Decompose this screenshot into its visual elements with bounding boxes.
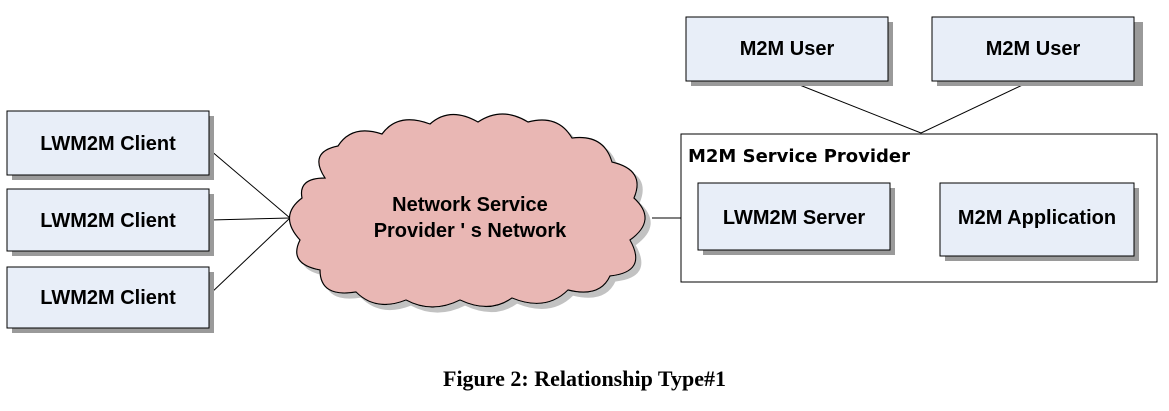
client-box-1-label: LWM2M Client — [40, 133, 176, 155]
server-box-label: LWM2M Server — [723, 207, 865, 229]
connector-user1-provider — [786, 79, 922, 134]
connector-client1-network — [209, 149, 291, 219]
user-box-1: M2M User — [685, 16, 893, 86]
server-box-body — [697, 182, 891, 251]
application-box-label: M2M Application — [958, 207, 1116, 229]
application-box: M2M Application — [939, 182, 1139, 261]
client-box-2-body — [6, 188, 210, 252]
client-box-3-label: LWM2M Client — [40, 287, 176, 309]
user-box-2: M2M User — [931, 16, 1143, 86]
client-box-2-label: LWM2M Client — [40, 210, 176, 232]
network-cloud-label-line1: Network Service — [392, 194, 548, 216]
client-box-1: LWM2M Client — [6, 110, 214, 180]
user-box-2-label: M2M User — [986, 38, 1081, 60]
network-cloud-shape — [288, 113, 646, 308]
network-cloud-label-line2: Provider ' s Network — [374, 220, 567, 242]
user-box-1-label: M2M User — [740, 38, 835, 60]
connector-client3-network — [209, 217, 291, 295]
user-box-1-body — [685, 16, 889, 82]
server-box: LWM2M Server — [697, 182, 895, 255]
user-box-2-body — [931, 16, 1135, 82]
connector-user2-provider — [920, 79, 1034, 134]
client-box-3: LWM2M Client — [6, 266, 214, 333]
service-provider-title: M2M Service Provider — [688, 146, 910, 167]
figure-caption: Figure 2: Relationship Type#1 — [443, 366, 726, 391]
client-box-3-body — [6, 266, 210, 329]
client-box-2: LWM2M Client — [6, 188, 214, 256]
client-box-1-body — [6, 110, 210, 176]
network-cloud: Network Service Provider ' s Network — [288, 113, 646, 308]
application-box-body — [939, 182, 1135, 257]
connector-client2-network — [209, 217, 291, 221]
